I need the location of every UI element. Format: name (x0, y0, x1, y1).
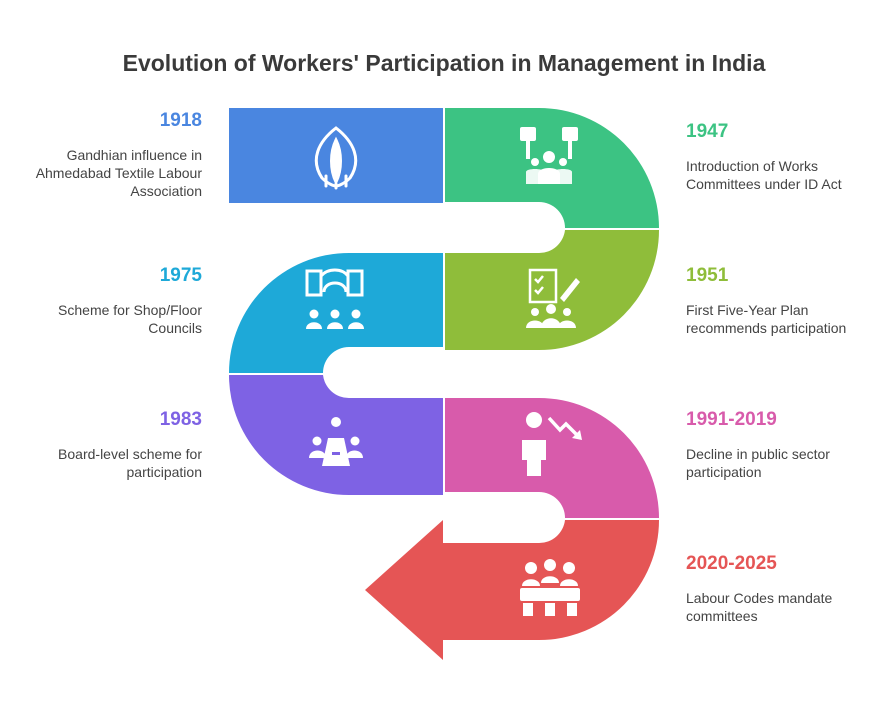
planning-checklist-icon (526, 268, 580, 328)
event-description: Introduction of Works Committees under I… (686, 158, 842, 192)
event-description: Gandhian influence in Ahmedabad Textile … (35, 147, 202, 199)
council-group-icon (305, 268, 364, 329)
event-description: Scheme for Shop/Floor Councils (58, 302, 202, 336)
event-description: First Five-Year Plan recommends particip… (686, 302, 847, 336)
boardroom-meeting-icon (309, 417, 363, 466)
event-year: 1951 (686, 265, 729, 286)
event-2020-2025: 2020-2025 Labour Codes mandate committee… (686, 553, 886, 625)
committee-people-icon (520, 559, 580, 616)
event-year: 1991-2019 (686, 409, 777, 430)
decline-person-icon (522, 412, 582, 476)
event-description: Labour Codes mandate committees (686, 590, 833, 624)
segment-dividers (227, 106, 661, 520)
event-year: 1983 (159, 409, 202, 430)
segment-1983 (229, 375, 443, 495)
event-year: 1975 (159, 265, 202, 286)
segment-1991-2019 (445, 398, 659, 518)
event-1951: 1951 First Five-Year Plan recommends par… (686, 265, 886, 337)
event-1983: 1983 Board-level scheme for participatio… (2, 409, 202, 481)
segment-2020-2025 (365, 520, 659, 660)
event-year: 2020-2025 (686, 553, 777, 574)
event-1975: 1975 Scheme for Shop/Floor Councils (2, 265, 202, 337)
event-1947: 1947 Introduction of Works Committees un… (686, 121, 886, 193)
event-1918: 1918 Gandhian influence in Ahmedabad Tex… (2, 110, 202, 200)
page-title: Evolution of Workers' Participation in M… (122, 50, 766, 76)
lotus-icon (314, 126, 358, 190)
workers-protest-icon (520, 127, 578, 184)
event-1991-2019: 1991-2019 Decline in public sector parti… (686, 409, 886, 481)
segment-1947 (445, 108, 659, 228)
event-year: 1918 (159, 110, 202, 131)
event-description: Decline in public sector participation (686, 446, 830, 480)
event-year: 1947 (686, 121, 729, 142)
event-description: Board-level scheme for participation (58, 446, 202, 480)
segment-1951 (445, 230, 659, 350)
